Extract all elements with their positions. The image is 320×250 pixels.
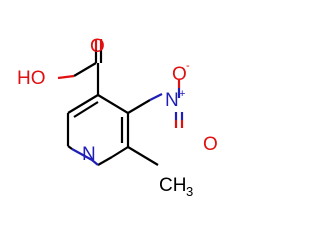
carbonyl-oxygen-label: O [90,36,105,57]
bond-c5-c6 [111,146,129,158]
bond-oh-red [57,74,75,80]
bond-c-oh [73,62,97,77]
bond-layer [57,39,184,166]
structure-canvas: HO O N N + O - O CH 3 [17,36,218,199]
bond-c4-nitro [127,99,151,114]
bond-c3b-c3 [67,94,99,114]
nitro-oxygen-top-charge: - [186,60,190,72]
methyl-label: CH [159,175,186,196]
nitro-oxygen-top-label: O [172,64,187,85]
methyl-subscript: 3 [186,184,193,199]
ring-nitrogen-label: N [82,144,96,165]
atom-labels: HO O N N + O - O CH 3 [17,36,218,199]
bond-n-c2 [71,148,93,161]
bond-c3-c4 [97,94,129,114]
bond-c2-tail [67,145,73,150]
bond-c3b-c3-inner [73,101,99,118]
bond-c6-n [91,159,99,166]
bond-c5-methyl [127,146,159,166]
nitro-oxygen-bottom-label: O [203,134,218,155]
bond-c4-nitro-blue [149,93,163,101]
bond-c6-c6b [97,156,113,166]
hydroxyl-label: HO [17,68,46,89]
molecule-drawing: HO O N N + O - O CH 3 [17,36,218,199]
nitro-nitrogen-label: N [165,90,179,111]
nitro-nitrogen-charge: + [179,88,185,100]
